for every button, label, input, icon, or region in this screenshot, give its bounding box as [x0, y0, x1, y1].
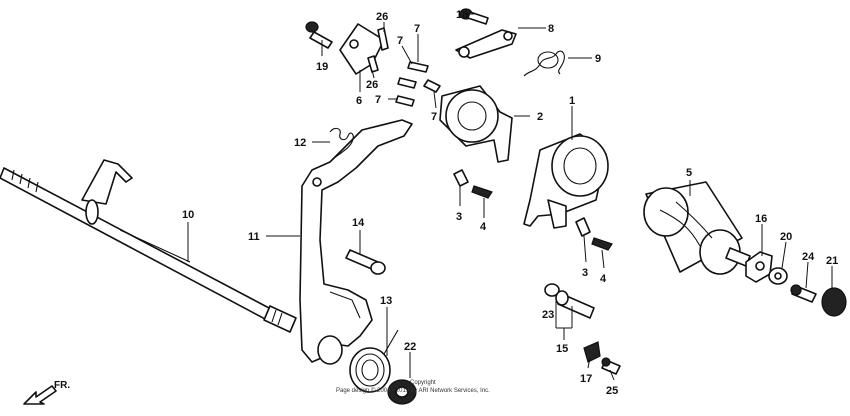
copyright-notice: Copyright Page design © 2004 - 2019 by A…	[336, 380, 490, 394]
callout-18: 18	[456, 9, 468, 21]
stopper-bolt	[305, 21, 333, 49]
drum-bolt	[790, 284, 817, 303]
return-spring	[329, 127, 354, 161]
shift-spindle	[0, 159, 297, 333]
callout-12: 12	[294, 137, 306, 149]
clips	[471, 185, 613, 251]
callout-3a: 3	[456, 211, 462, 223]
callout-25: 25	[606, 385, 618, 397]
callout-21: 21	[826, 255, 838, 267]
callout-1: 1	[569, 95, 575, 107]
callout-23: 23	[542, 309, 554, 321]
pivot-bolt	[345, 249, 386, 275]
callout-7d: 7	[431, 111, 437, 123]
callout-13: 13	[380, 295, 392, 307]
drum-cap	[821, 287, 847, 317]
callout-9: 9	[595, 53, 601, 65]
stopper-spring	[523, 50, 565, 77]
drum-stopper	[745, 251, 773, 283]
torsion-spring	[349, 329, 399, 393]
copyright-line-2: Page design © 2004 - 2019 by ARI Network…	[336, 387, 490, 394]
shift-drum	[643, 181, 751, 275]
front-arrow-icon	[23, 385, 57, 405]
callout-7a: 7	[397, 35, 403, 47]
callout-5: 5	[686, 167, 692, 179]
callout-11: 11	[248, 231, 260, 243]
callout-10: 10	[182, 209, 194, 221]
guide-pins	[453, 169, 591, 237]
callout-15: 15	[556, 343, 568, 355]
callout-4b: 4	[600, 273, 607, 285]
callout-26a: 26	[376, 11, 388, 23]
small-bolts	[395, 61, 441, 107]
collar	[387, 379, 417, 405]
callout-labels: 10 11 12 13 22 14 19 6 26 26 7 7 7 7 18 …	[182, 9, 838, 397]
callout-7c: 7	[375, 94, 381, 106]
callout-17: 17	[580, 373, 592, 385]
front-direction-label: FR.	[54, 380, 70, 391]
retainer-bolt	[601, 357, 621, 375]
callout-14: 14	[352, 217, 365, 229]
callout-7b: 7	[414, 23, 420, 35]
shift-arm-plate	[299, 119, 413, 365]
callout-3b: 3	[582, 267, 588, 279]
callout-19: 19	[316, 61, 328, 73]
copyright-line-1: Copyright	[410, 380, 436, 386]
callout-22: 22	[404, 341, 416, 353]
callout-20: 20	[780, 231, 792, 243]
callout-26b: 26	[366, 79, 378, 91]
shift-fork-2	[439, 85, 513, 163]
retainer-clip	[583, 341, 601, 363]
dowel-pins	[367, 27, 389, 73]
o-ring-bolt	[544, 283, 595, 319]
washer	[768, 267, 788, 285]
leader-lines	[187, 13, 833, 381]
callout-24: 24	[802, 251, 815, 263]
shift-fork-1	[523, 133, 609, 229]
callout-8: 8	[548, 23, 554, 35]
callout-2: 2	[537, 111, 543, 123]
callout-4a: 4	[480, 221, 487, 233]
callout-16: 16	[755, 213, 767, 225]
stopper-arm	[455, 29, 517, 59]
callout-6: 6	[356, 95, 362, 107]
front-direction-indicator: FR.	[23, 380, 70, 405]
